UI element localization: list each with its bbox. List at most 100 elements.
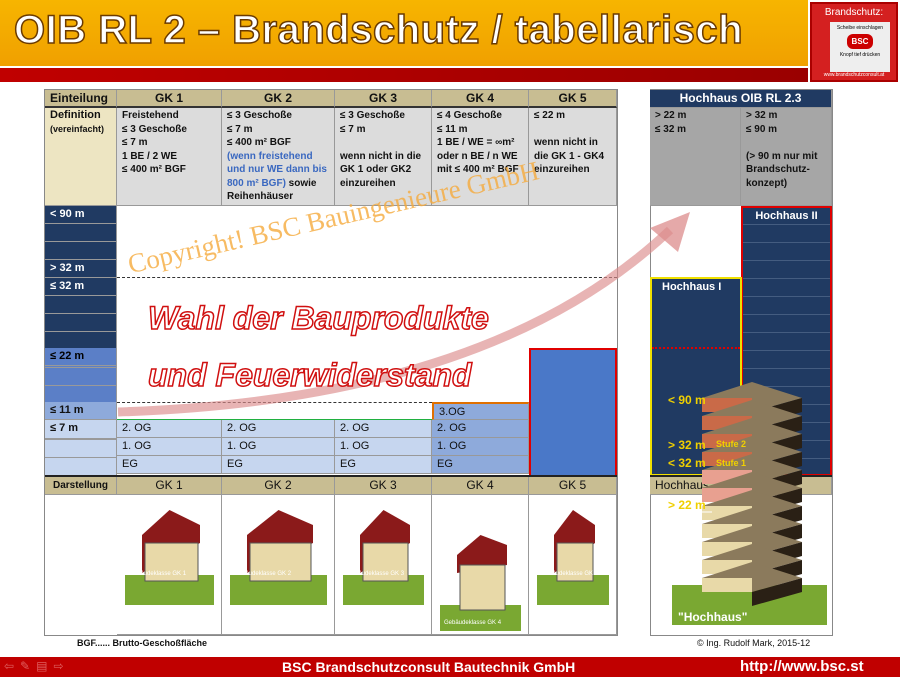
grid-line [743,350,830,351]
house-icon [125,510,214,605]
grid-line [743,224,830,225]
mark-lt32m: < 32 m [668,456,706,470]
darstellung-gk2: GK 2 [222,477,335,495]
def-line: (> 90 m nur mit [746,150,818,162]
slide-nav-icons[interactable]: ⇦✎▤⇨ [4,659,70,673]
hochhaus-def-1: > 22 m≤ 32 m [650,108,741,206]
grid-line [743,296,830,297]
def-line: oder n BE / n WE [437,150,518,162]
level-row [45,242,117,260]
def-line: die GK 1 - GK4 [534,150,605,162]
def-line: wenn nicht in [534,137,598,148]
darstellung-gk3: GK 3 [335,477,432,495]
logo-brand: BSC [846,34,874,49]
footer-url[interactable]: http://www.bsc.st [740,658,864,675]
overlay-line2: und Feuerwiderstand [147,356,472,394]
def-line: ≤ 32 m [655,123,687,135]
grid-line [743,314,830,315]
gk5-zone [529,348,617,476]
floor-cell: EG [117,456,222,474]
def-line: ≤ 90 m [746,123,778,135]
illustration-caption: Gebäudeklasse GK 4 [444,620,502,626]
mark-90m: < 90 m [668,393,706,407]
level-le32: ≤ 32 m [45,278,117,296]
definition-subtitle: (vereinfacht) [50,123,105,134]
copyright-note: © Ing. Rudolf Mark, 2015-12 [697,638,811,648]
divider-32m [117,277,617,278]
level-row [45,368,117,386]
floor-cell: 2. OG [335,420,432,438]
floor-cell: 1. OG [222,438,335,456]
gk3-illustration: Gebäudeklasse GK 3 [335,495,432,635]
page-title: OIB RL 2 – Brandschutz / tabellarisch [13,7,744,53]
hochhaus-caption: "Hochhaus" [678,610,748,624]
floor-cell: EG [432,456,529,474]
title-bar [0,0,808,66]
header-gk1: GK 1 [117,90,222,108]
arrow-overlay [117,212,690,417]
gk4-illustration: Gebäudeklasse GK 4 [432,495,529,635]
logo-url: www.brandschutzconsult.at [823,72,885,78]
definition-label: Definition (vereinfacht) [45,108,117,206]
house-icon [440,535,521,631]
def-line: ≤ 400 m² BGF [122,164,186,175]
def-line: ≤ 3 Geschoße [122,123,187,135]
header-gk3: GK 3 [335,90,432,108]
def-line: ≤ 4 Geschoße [437,110,502,121]
illustration-caption: Gebäudeklasse GK 1 [129,571,187,577]
def-line-blue: (wenn freistehend [227,150,313,162]
level-row [45,314,117,332]
level-row [45,296,117,314]
def-line: 1 BE / 2 WE [122,150,178,162]
logo-alarm-box: Scheibe einschlagen BSC Knopf tief drück… [830,22,890,72]
hochhaus-header: Hochhaus OIB RL 2.3 [650,90,832,108]
def-line: ≤ 7 m [122,137,148,148]
grid-line [743,386,830,387]
arrow-head-icon [650,212,690,252]
logo-heading: Brandschutz: [824,7,884,18]
def-line: ≤ 3 Geschoße [340,110,405,121]
bgf-note: BGF...... Brutto-Geschoßfläche [77,638,208,648]
title-underline [0,68,808,82]
def-line: ≤ 22 m [534,110,566,121]
level-row [45,440,117,458]
level-le22: ≤ 22 m [45,348,117,366]
header-gk4: GK 4 [432,90,529,108]
floor-cell: 1. OG [335,438,432,456]
stufe2-label: Stufe 2 [716,439,747,449]
def-line: GK 1 oder GK2 [340,164,412,175]
grid-line [743,368,830,369]
footer-bar: ⇦✎▤⇨ BSC Brandschutzconsult Bautechnik G… [0,657,900,677]
footer-company: BSC Brandschutzconsult Bautechnik GmbH [282,659,576,675]
header-einteilung: Einteilung [45,90,117,108]
level-le11: ≤ 11 m [45,402,117,420]
def-line: einzureihen [340,177,396,189]
header-gk2: GK 2 [222,90,335,108]
level-le7: ≤ 7 m [45,420,117,439]
level-90: < 90 m [45,206,117,224]
level-gt32: > 32 m [45,260,117,278]
def-line-blue: 800 m² BGF) [227,177,286,189]
def-line: ≤ 7 m [340,123,366,135]
def-line-blue: und nur WE dann bis [227,164,327,175]
level-row [45,224,117,242]
floor-cell: 2. OG [117,420,222,438]
grid-line [743,242,830,243]
logo-line1: Scheibe einschlagen [836,25,884,31]
stufe1-label: Stufe 1 [716,458,747,468]
gk5-illustration: Gebäudeklasse GK 5 [529,495,617,635]
def-line: ≤ 7 m [227,123,253,135]
grid-line [743,278,830,279]
hochhaus-i-label: Hochhaus I [662,281,722,293]
darstellung-label: Darstellung [45,477,117,495]
def-line: sowie [285,177,317,189]
level-row [45,458,117,476]
floor-cell: EG [335,456,432,474]
darstellung-gk4: GK 4 [432,477,529,495]
gk2-illustration: Gebäudeklasse GK 2 [222,495,335,635]
grid-line [743,332,830,333]
illustration-caption: Gebäudeklasse GK 3 [347,571,405,577]
